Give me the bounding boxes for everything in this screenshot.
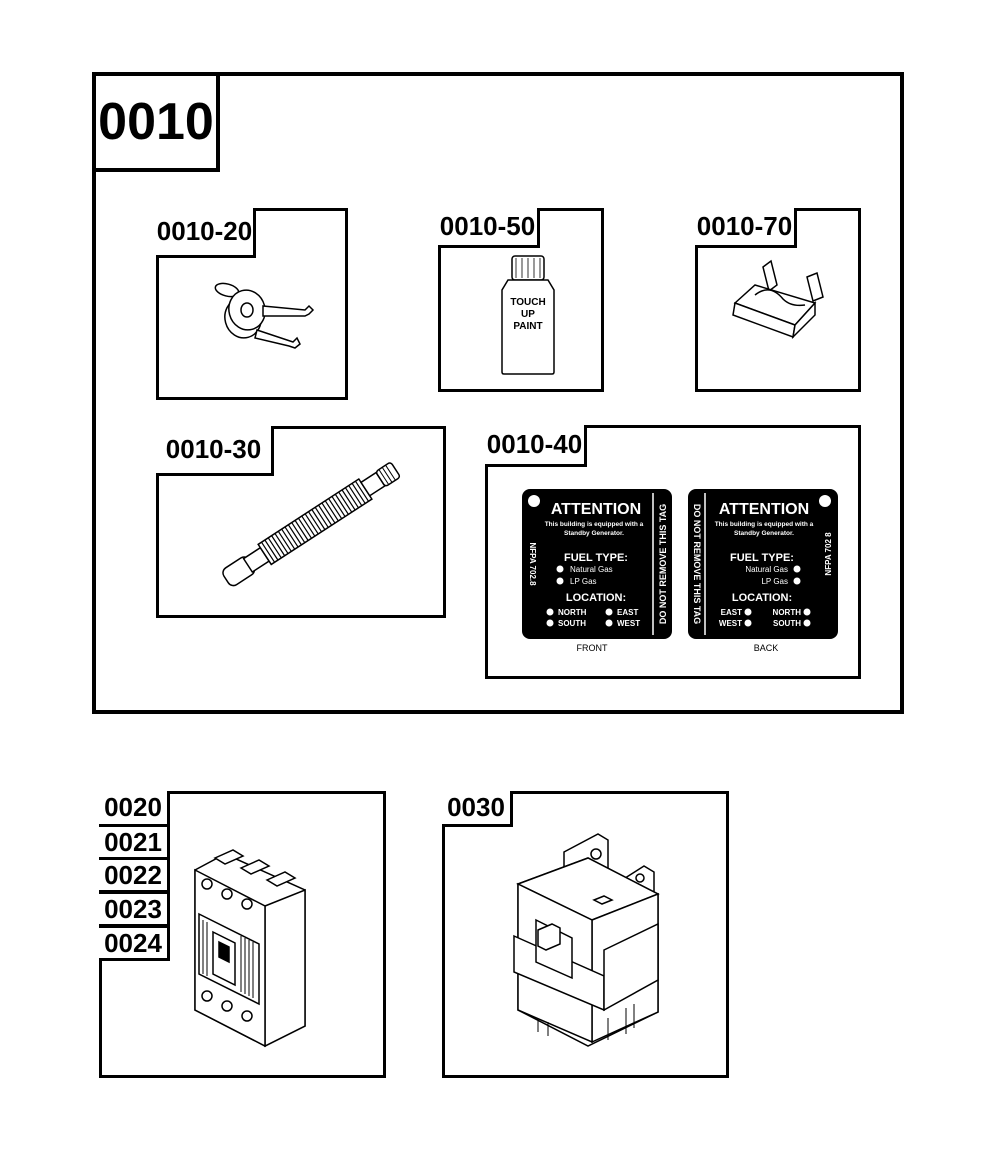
tag-front-line1: This building is equipped with a [545, 521, 644, 528]
breaker-label-1: 0021 [99, 824, 170, 860]
tag-front-location-heading: LOCATION: [566, 592, 626, 604]
tag-back-caption: BACK [753, 643, 779, 653]
bottle-text-1: TOUCH [510, 297, 545, 308]
item-tag-label: 0010-40 [485, 425, 587, 467]
tag-back-loc-4: SOUTH [773, 619, 801, 628]
breaker-label-2: 0022 [99, 857, 170, 893]
bottle-text-3: PAINT [513, 321, 542, 332]
tag-back-location-heading: LOCATION: [732, 592, 792, 604]
breaker-label-0: 0020 [99, 791, 170, 827]
tag-back-fuel-1: Natural Gas [745, 565, 788, 574]
tag-back-line1: This building is equipped with a [715, 521, 814, 528]
tag-front-line2: Standby Generator. [564, 530, 624, 537]
breaker-label-4: 0024 [99, 925, 170, 961]
bottle-text-2: UP [521, 309, 535, 320]
tag-back-side: DO NOT REMOVE THIS TAG [692, 504, 702, 624]
tag-front-fuel-1: Natural Gas [570, 565, 613, 574]
tag-front-loc-4: WEST [617, 619, 640, 628]
tag-front-loc-2: EAST [617, 608, 638, 617]
item-keys-label: 0010-20 [156, 208, 256, 258]
keys-illustration [214, 282, 315, 349]
breaker-illustration [194, 849, 306, 1048]
tag-back-fuel-heading: FUEL TYPE: [730, 552, 794, 564]
paint-bottle-illustration: TOUCH UP PAINT [501, 255, 555, 375]
tag-back-code: NFPA 702 8 [824, 532, 833, 576]
item-hose-label: 0010-30 [156, 426, 274, 476]
tag-back-loc-3: WEST [719, 619, 742, 628]
tag-front: ATTENTION This building is equipped with… [522, 489, 672, 639]
tag-back-loc-2: NORTH [773, 608, 802, 617]
tag-front-fuel-2: LP Gas [570, 577, 597, 586]
tag-front-loc-1: NORTH [558, 608, 587, 617]
tag-front-code: NFPA 702.8 [528, 542, 537, 586]
hose-illustration [222, 462, 401, 587]
tag-back-line2: Standby Generator. [734, 530, 794, 537]
breaker-label-3: 0023 [99, 891, 170, 927]
tag-back-loc-1: EAST [721, 608, 742, 617]
group-0010-label: 0010 [92, 72, 220, 172]
item-paint-label: 0010-50 [438, 208, 540, 248]
tag-back-title: ATTENTION [719, 501, 809, 518]
tag-back-fuel-2: LP Gas [761, 577, 788, 586]
tag-front-loc-3: SOUTH [558, 619, 586, 628]
switch-illustration [513, 833, 660, 1047]
tag-front-side: DO NOT REMOVE THIS TAG [658, 504, 668, 624]
tag-front-fuel-heading: FUEL TYPE: [564, 552, 628, 564]
switch-label: 0030 [442, 791, 513, 827]
fuse-illustration [732, 259, 824, 340]
tag-back: ATTENTION This building is equipped with… [688, 489, 838, 639]
tag-front-caption: FRONT [576, 643, 608, 653]
tag-front-title: ATTENTION [551, 501, 641, 518]
item-fuse-label: 0010-70 [695, 208, 797, 248]
